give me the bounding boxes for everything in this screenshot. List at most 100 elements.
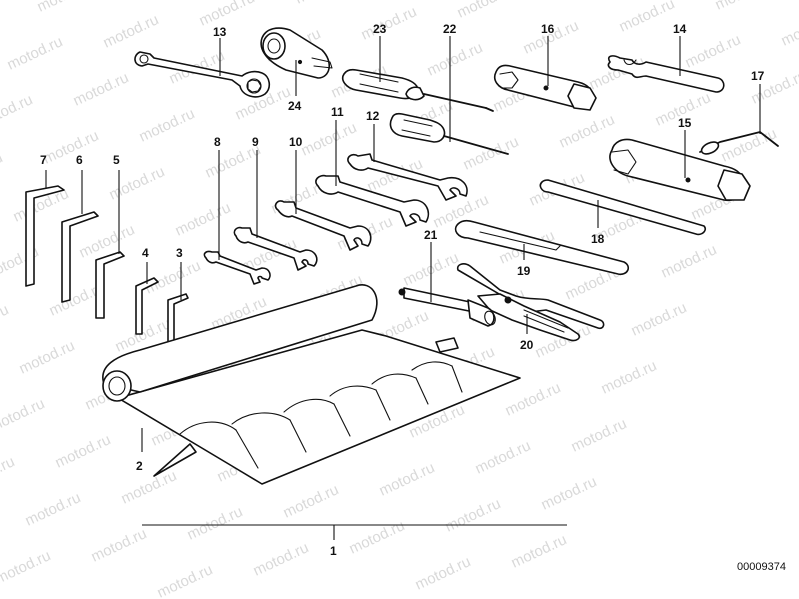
watermark-text: motod.ru [197,0,258,30]
callout-7: 7 [40,153,47,167]
watermark-text: motod.ru [359,3,420,43]
kit-bracket-1 [142,524,567,540]
watermark-text: motod.ru [0,149,5,189]
watermark-text: motod.ru [119,467,180,507]
callouts: 1 2 3 4 5 6 7 8 9 10 11 12 13 [40,22,765,558]
watermark-text: motod.ru [719,125,780,165]
box-spanner-15[interactable] [609,138,751,202]
watermark-text: motod.ru [71,69,132,109]
watermark-text: motod.ru [107,163,168,203]
pliers-20[interactable] [456,263,605,342]
watermark-text: motod.ru [23,489,84,529]
callout-13: 13 [213,25,227,39]
watermark-text: motod.ru [503,379,564,419]
watermark-text: motod.ru [137,105,198,145]
watermark-text: motod.ru [443,495,504,535]
callout-9: 9 [252,135,259,149]
watermark-text: motod.ru [299,119,360,159]
open-spanner-8[interactable] [203,250,271,285]
watermark-text: motod.ru [41,127,102,167]
watermark-text: motod.ru [0,243,41,283]
hex-key-6[interactable] [61,211,99,303]
callout-2: 2 [136,459,143,473]
callout-20: 20 [520,338,534,352]
tool-roll-2[interactable] [102,284,521,485]
callout-23: 23 [373,22,387,36]
watermark-text: motod.ru [89,525,150,565]
callout-17: 17 [751,69,765,83]
watermark-text: motod.ru [455,0,516,22]
callout-16: 16 [541,22,555,36]
watermark-text: motod.ru [425,39,486,79]
watermark-text: motod.ru [155,561,216,599]
hex-key-5[interactable] [95,251,125,319]
callout-1: 1 [330,544,337,558]
watermark-text: motod.ru [185,503,246,543]
callout-24: 24 [288,99,302,113]
watermark-text: motod.ru [5,33,66,73]
watermark-text: motod.ru [659,241,720,281]
callout-11: 11 [331,105,344,119]
c-spanner-14[interactable] [607,55,725,93]
callout-14: 14 [673,22,687,36]
callout-12: 12 [366,109,380,123]
hex-key-7[interactable] [25,185,65,287]
callout-19: 19 [517,264,531,278]
watermark-text: motod.ru [35,0,96,16]
box-spanner-16[interactable] [493,64,597,111]
watermark-text: motod.ru [0,91,35,131]
watermark-text: motod.ru [599,357,660,397]
watermark-text: motod.ru [101,11,162,51]
callout-8: 8 [214,135,221,149]
screwdriver-23[interactable] [341,68,494,112]
watermark-text: motod.ru [509,531,570,571]
watermark-text: motod.ru [617,0,678,36]
watermark-text: motod.ru [0,453,17,493]
tommy-bar-18[interactable] [539,179,707,236]
watermark-text: motod.ru [0,395,47,435]
watermark-text: motod.ru [251,539,312,579]
watermark-text: motod.ru [713,0,774,14]
watermark-text: motod.ru [569,415,630,455]
callout-22: 22 [443,22,457,36]
watermark-text: motod.ru [53,431,114,471]
watermark-text: motod.ru [281,481,342,521]
open-spanner-12[interactable] [347,153,468,201]
document-number: 00009374 [737,561,786,573]
tyre-lever-19[interactable] [454,219,630,276]
watermark-text: motod.ru [629,299,690,339]
watermark-text: motod.ru [377,459,438,499]
open-spanner-10[interactable] [274,200,372,251]
watermark-text: motod.ru [461,133,522,173]
watermark-text: motod.ru [539,473,600,513]
open-spanner-9[interactable] [233,226,318,271]
watermark-text: motod.ru [413,553,474,593]
callout-6: 6 [76,153,83,167]
watermark-text: motod.ru [0,547,53,587]
watermark-text: motod.ru [143,257,204,297]
pin-wrench-17[interactable] [699,131,779,156]
callout-10: 10 [289,135,303,149]
callout-4: 4 [142,246,149,260]
open-spanner-11[interactable] [315,174,430,227]
callout-18: 18 [591,232,605,246]
callout-5: 5 [113,153,120,167]
screwdriver-22[interactable] [389,112,509,155]
watermark-text: motod.ru [293,0,354,8]
extension-bar-21[interactable] [398,287,497,327]
watermark-text: motod.ru [557,111,618,151]
callout-21: 21 [424,228,438,242]
ring-spanner-13[interactable] [134,51,271,98]
watermark-text: motod.ru [683,31,744,71]
hex-key-4[interactable] [135,277,159,335]
socket-24[interactable] [260,27,333,79]
watermark-text: motod.ru [779,9,799,49]
callout-15: 15 [678,116,692,130]
watermark-text: motod.ru [17,337,78,377]
watermark-text: motod.ru [347,517,408,557]
watermark-text: motod.ru [0,301,11,341]
watermark-text: motod.ru [473,437,534,477]
callout-3: 3 [176,246,183,260]
watermark-text: motod.ru [173,199,234,239]
